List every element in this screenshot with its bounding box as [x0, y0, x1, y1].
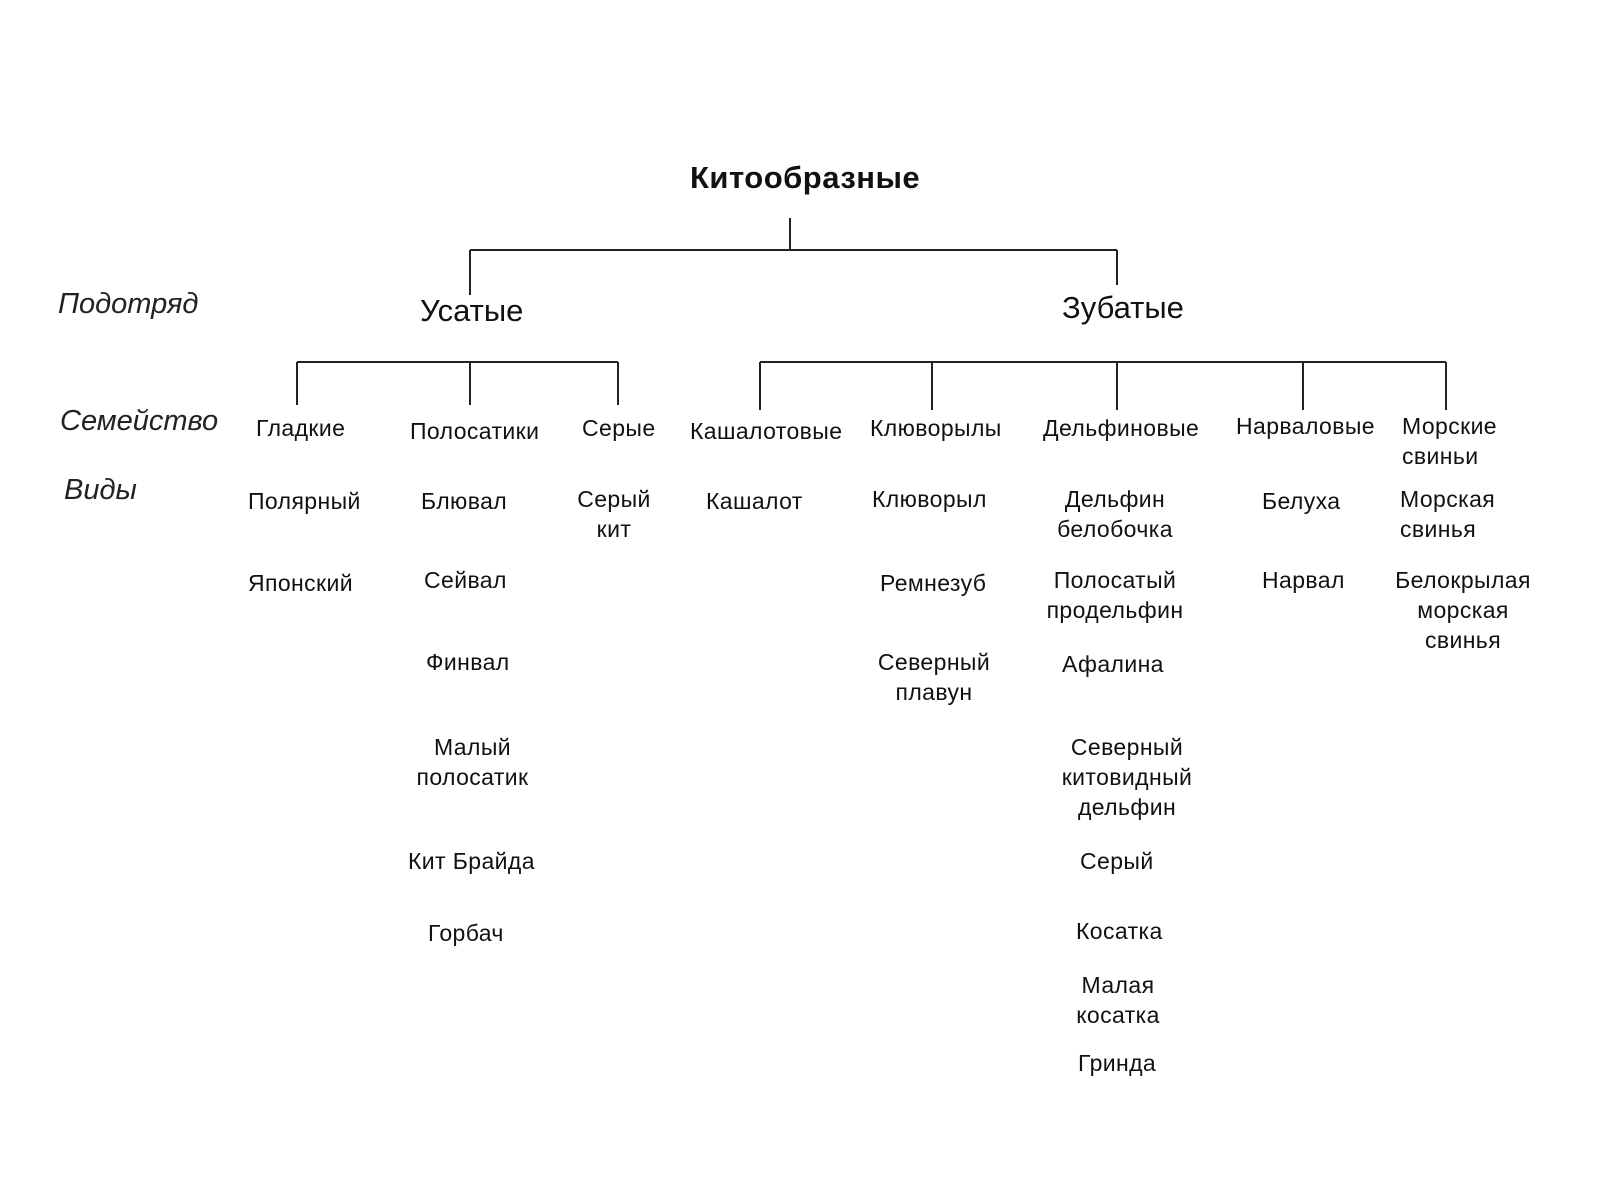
- root-node-title: Китообразные: [690, 160, 921, 195]
- family-serye: Серые: [582, 415, 656, 441]
- species-item: Гринда: [1078, 1050, 1157, 1076]
- row-label-species: Виды: [64, 474, 137, 506]
- species-item: Серый кит: [577, 486, 651, 542]
- species-item: Афалина: [1062, 651, 1164, 677]
- family-klyuvoryly: Клюворылы: [870, 415, 1002, 441]
- family-polosatiki: Полосатики: [410, 418, 540, 444]
- species-item: Ремнезуб: [880, 570, 987, 596]
- species-item: Кит Брайда: [408, 848, 535, 874]
- species-item: Белуха: [1262, 488, 1341, 514]
- species-item: Косатка: [1076, 918, 1163, 944]
- species-item: Нарвал: [1262, 567, 1345, 593]
- species-item: Кашалот: [706, 488, 803, 514]
- species-item: Северный плавун: [877, 649, 991, 705]
- species-item: Горбач: [428, 920, 504, 946]
- species-item: Малый полосатик: [416, 734, 529, 790]
- species-item: Малая косатка: [1076, 972, 1160, 1028]
- species-item: Белокрылая морская свинья: [1395, 567, 1531, 653]
- species-item: Морская свинья: [1400, 486, 1496, 542]
- species-item: Блювал: [421, 488, 508, 514]
- species-item: Финвал: [426, 649, 510, 675]
- family-narvalovye: Нарваловые: [1236, 413, 1375, 439]
- suborder-zubatye: Зубатые: [1062, 290, 1184, 325]
- species-item: Японский: [248, 570, 354, 596]
- species-item: Полосатый продельфин: [1046, 567, 1184, 623]
- family-delfinovye: Дельфиновые: [1043, 415, 1200, 441]
- species-item: Дельфин белобочка: [1057, 486, 1173, 542]
- suborder-usatye: Усатые: [420, 293, 524, 328]
- family-morskie-svini: Морские свиньи: [1402, 413, 1498, 469]
- species-item: Северный китовидный дельфин: [1061, 734, 1193, 820]
- species-item: Серый: [1080, 848, 1154, 874]
- species-item: Полярный: [248, 488, 361, 514]
- family-kashalotovye: Кашалотовые: [690, 418, 843, 444]
- family-gladkie: Гладкие: [256, 415, 346, 441]
- species-item: Клюворыл: [872, 486, 987, 512]
- species-item: Сейвал: [424, 567, 507, 593]
- row-label-suborder: Подотряд: [58, 288, 199, 320]
- row-label-family: Семейство: [60, 405, 219, 437]
